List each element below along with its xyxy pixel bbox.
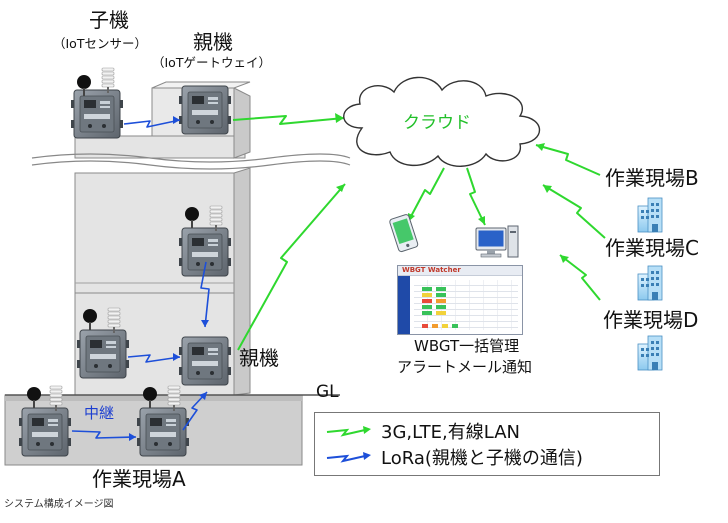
gl-label: GL bbox=[316, 382, 339, 402]
legend-lte: 3G,LTE,有線LAN bbox=[325, 419, 520, 443]
child-subtitle: （IoTセンサー） bbox=[53, 36, 147, 51]
dashboard-table bbox=[414, 280, 518, 330]
lte-links bbox=[232, 115, 606, 351]
site-b-label: 作業現場B bbox=[605, 166, 699, 190]
smartphone-icon bbox=[389, 214, 419, 253]
wbgt-line2: アラートメール通知 bbox=[397, 358, 533, 376]
device-icon bbox=[70, 67, 124, 139]
cloud-icon bbox=[343, 76, 540, 167]
legend-lora: LoRa(親機と子機の通信) bbox=[325, 445, 583, 469]
device-icon bbox=[178, 336, 232, 386]
child-title: 子機 bbox=[89, 8, 129, 32]
parent-side-label: 親機 bbox=[239, 346, 279, 370]
lora-links bbox=[71, 119, 210, 439]
figure-caption: システム構成イメージ図 bbox=[4, 499, 114, 510]
cloud-label: クラウド bbox=[403, 113, 471, 133]
office-building-icon bbox=[637, 197, 663, 233]
legend-lte-label: 3G,LTE,有線LAN bbox=[381, 422, 520, 443]
dashboard-title: WBGT Watcher bbox=[398, 266, 522, 276]
lora-arrowheads bbox=[129, 116, 209, 441]
parent-subtitle: （IoTゲートウェイ） bbox=[152, 55, 271, 70]
legend-lora-label: LoRa(親機と子機の通信) bbox=[381, 448, 583, 469]
green-link-icon bbox=[326, 426, 371, 437]
site-a-label: 作業現場A bbox=[92, 467, 186, 491]
relay-label: 中継 bbox=[84, 404, 115, 422]
blue-link-icon bbox=[326, 452, 371, 463]
device-icon bbox=[178, 85, 232, 135]
office-building-icon bbox=[637, 335, 663, 371]
desktop-pc-icon bbox=[475, 225, 519, 258]
wbgt-line1: WBGT一括管理 bbox=[414, 337, 520, 355]
parent-title: 親機 bbox=[193, 30, 233, 54]
dashboard-sidebar bbox=[398, 276, 410, 334]
site-c-label: 作業現場C bbox=[605, 236, 699, 260]
legend: 3G,LTE,有線LAN LoRa(親機と子機の通信) bbox=[314, 412, 660, 476]
dashboard-screenshot: WBGT Watcher bbox=[397, 265, 523, 335]
office-building-icon bbox=[637, 265, 663, 301]
site-d-label: 作業現場D bbox=[603, 308, 699, 332]
